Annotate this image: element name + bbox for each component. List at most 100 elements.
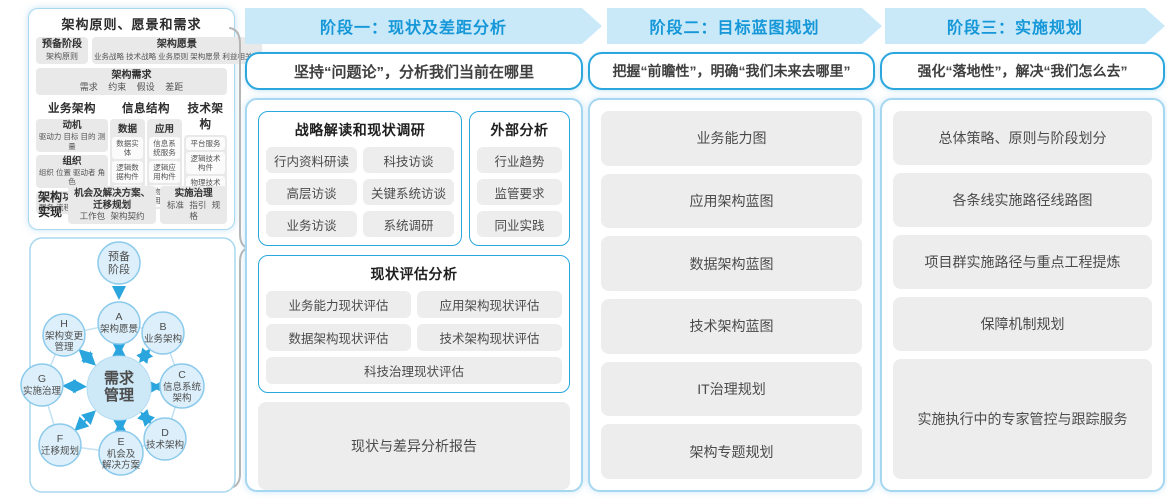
architecture-realization-row: 架构 实现 机会及解决方案、迁移规划 工作包 架构契约 实施治理 标准 指引 规… [36,185,227,224]
opportunity-migration-box: 机会及解决方案、迁移规划 工作包 架构契约 [68,185,157,224]
phase1-slogan: 坚持“问题论”，分析我们当前在哪里 [245,52,583,90]
node-a-circle [97,301,141,345]
node-f-letter: F [57,433,63,445]
node-d-letter: D [161,427,169,439]
motivation-title: 动机 [62,120,82,132]
phase3-output-stack: 总体策略、原则与阶段划分 各条线实施路径线路图 项目群实施路径与重点工程提炼 保… [893,111,1152,479]
technical-item: 逻辑技术构件 [186,152,225,175]
realization-label: 架构 实现 [36,186,64,224]
node-a-label: 架构愿景 [100,323,138,335]
assessment-item: 科技治理现状评估 [266,357,562,384]
node-f-label: 迁移规划 [41,445,79,457]
node-d-label: 技术架构 [146,439,184,451]
phase-output-box: 业务能力图 [601,111,862,166]
node-d-circle [143,417,187,461]
node-b-circle [141,311,185,355]
governance-title: 实施治理 [174,188,213,200]
prep-stage-box: 预备阶段 架构原则 [36,37,88,64]
application-title: 应用 [154,124,174,136]
application-item: 信息系统服务 [149,137,180,160]
requirements-management-circle [86,355,152,421]
node-c-label: 架构 [172,392,191,404]
phase2-slogan: 把握“前瞻性”，明确“我们未来去哪里” [588,52,875,90]
external-analysis-title: 外部分析 [490,122,549,138]
application-item: 逻辑应用构件 [149,161,180,184]
information-structure-column: 信息结构 数据 数据实体 逻辑数据构件 物理数据构件 应用 信息系统服务 逻辑应… [110,100,182,210]
strategy-item: 关键系统访谈 [363,179,454,205]
external-item: 行业趋势 [477,147,562,173]
node-g-label: 实施治理 [23,385,62,397]
node-h-label: 架构变更 [45,330,84,342]
architecture-vision-box: 架构愿景 业务战略 技术战略 业务原则 架构愿景 利益相关者 [92,37,262,64]
assessment-item: 数据架构现状评估 [266,324,411,351]
requirements-items: 需求 约束 假设 差距 [79,82,184,92]
node-b-letter: B [159,321,166,333]
phase2-output-stack: 业务能力图 应用架构蓝图 数据架构蓝图 技术架构蓝图 IT治理规划 架构专题规划 [601,111,862,480]
bidirectional-arrow-icon [136,347,154,364]
external-analysis-list: 行业趋势 监管要求 同业实践 [477,147,562,237]
organization-box: 组织 组织 位置 驱动者 角色 [36,154,108,188]
phase1-top-row: 战略解读和现状调研 行内资料研读 科技访谈 高层访谈 关键系统访谈 业务访谈 系… [258,111,570,246]
external-item: 同业实践 [477,211,562,237]
information-structure-title: 信息结构 [122,103,170,116]
motivation-items: 驱动力 目标 目的 测量 [38,132,106,151]
phase2-content-container: 业务能力图 应用架构蓝图 数据架构蓝图 技术架构蓝图 IT治理规划 架构专题规划 [588,98,875,492]
data-item: 数据实体 [112,137,143,160]
bidirectional-arrow-icon [137,409,155,427]
prep-vision-row: 预备阶段 架构原则 架构愿景 业务战略 技术战略 业务原则 架构愿景 利益相关者 [36,37,262,64]
requirements-title: 架构需求 [111,69,152,81]
node-f-circle [38,423,82,467]
phase3-content-container: 总体策略、原则与阶段划分 各条线实施路径线路图 项目群实施路径与重点工程提炼 保… [880,98,1165,492]
prep-circle-label: 阶段 [108,262,130,276]
strategy-item: 业务访谈 [266,211,357,237]
node-g-circle [20,363,64,407]
phase3-slogan: 强化“落地性”，解决“我们怎么去” [880,52,1165,90]
architecture-columns: 业务架构 动机 驱动力 目标 目的 测量 组织 组织 位置 驱动者 角色 功能 … [36,100,227,214]
assessment-item: 应用架构现状评估 [417,291,562,318]
technical-architecture-column: 技术架构 平台服务 逻辑技术构件 物理技术构件 [184,100,227,201]
data-item: 逻辑数据构件 [112,161,143,184]
node-c-label: 信息系统 [163,381,202,393]
vision-title: 架构愿景 [156,39,197,50]
center-label: 需求 [104,369,135,387]
business-architecture-column: 业务架构 动机 驱动力 目标 目的 测量 组织 组织 位置 驱动者 角色 功能 … [36,100,108,214]
node-b-label: 业务架构 [144,333,182,345]
phase-output-box: 应用架构蓝图 [601,173,862,229]
assessment-grid: 业务能力现状评估 应用架构现状评估 数据架构现状评估 技术架构现状评估 科技治理… [266,291,562,384]
phase-output-box: 保障机制规划 [893,297,1152,351]
prep-stage-sub: 架构原则 [46,51,78,61]
bidirectional-arrow-icon [78,348,96,366]
opportunity-items: 工作包 架构契约 [79,211,145,222]
assessment-item: 业务能力现状评估 [266,291,411,318]
node-e-circle [98,430,144,476]
external-item: 监管要求 [477,179,562,205]
assessment-title: 现状评估分析 [370,266,458,282]
prep-stage-circle [97,241,141,285]
realization-label-line2: 实现 [37,204,62,219]
node-h-letter: H [60,318,68,330]
current-state-assessment-box: 现状评估分析 业务能力现状评估 应用架构现状评估 数据架构现状评估 技术架构现状… [258,255,570,393]
governance-items: 标准 指引 规格 [166,200,221,221]
external-analysis-box: 外部分析 行业趋势 监管要求 同业实践 [469,111,570,246]
architecture-content-panel: 架构原则、愿景和需求 预备阶段 架构原则 架构愿景 业务战略 技术战略 业务原则… [28,8,262,230]
phase2-header-banner: 阶段二：目标蓝图规划 [607,8,882,44]
implementation-governance-box: 实施治理 标准 指引 规格 [160,185,227,224]
node-c-circle [159,363,205,409]
strategy-item: 系统调研 [363,211,454,237]
phase-output-box: IT治理规划 [601,361,862,417]
strategy-item: 行内资料研读 [266,147,357,173]
node-h-circle [42,313,86,357]
center-label: 管理 [104,386,134,404]
strategy-research-title: 战略解读和现状调研 [294,122,426,138]
adm-cycle-diagram: 预备 阶段 需求 管理 A 架构愿景 B 业务架构 C 信息系统 架构 D 技术… [20,237,236,493]
node-e-letter: E [117,436,124,448]
organization-items: 组织 位置 驱动者 角色 [38,167,106,187]
motivation-box: 动机 驱动力 目标 目的 测量 [36,119,108,152]
technical-item: 平台服务 [186,137,225,151]
architecture-requirements-box: 架构需求 需求 约束 假设 差距 [36,67,227,96]
strategy-item: 高层访谈 [266,179,357,205]
phase3-header-banner: 阶段三：实施规划 [885,8,1165,44]
node-h-label: 管理 [54,341,74,353]
organization-title: 组织 [62,155,82,167]
